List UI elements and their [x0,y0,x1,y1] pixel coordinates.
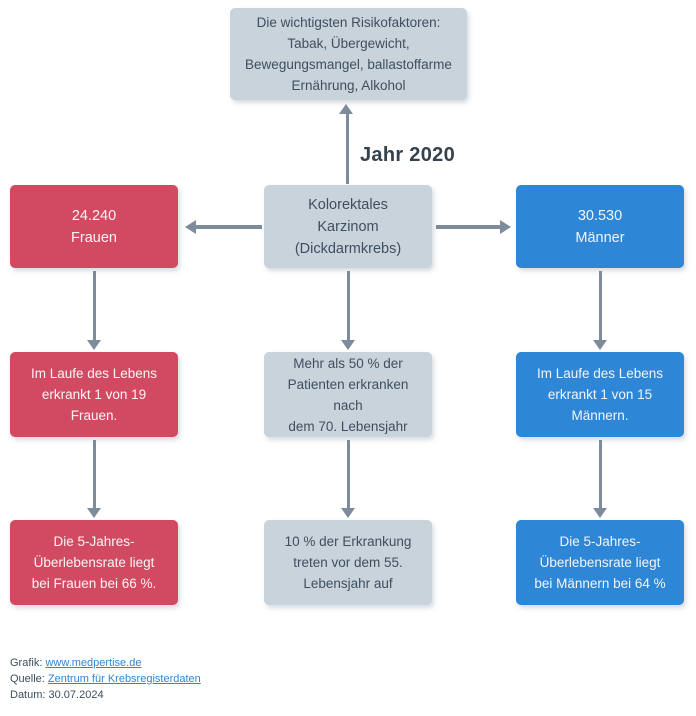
women-cases-box: 24.240 Frauen [10,185,178,268]
footer-quelle-line: Quelle: Zentrum für Krebsregisterdaten [10,671,201,687]
women-survival-box: Die 5-Jahres- Überlebensrate liegt bei F… [10,520,178,605]
arrow-down-shaft [93,271,96,340]
arrow-left-icon [185,220,196,234]
arrow-down-icon [87,508,101,518]
arrow-down-icon [593,340,607,350]
arrow-down-icon [87,340,101,350]
arrow-left-shaft [195,225,262,229]
arrow-down-shaft [599,440,602,508]
footer-datum-line: Datum: 30.07.2024 [10,689,104,701]
grafik-label: Grafik: [10,657,43,669]
arrow-down-shaft [599,271,602,340]
footer-credits: Grafik: www.medpertise.de Quelle: Zentru… [10,655,201,703]
year-heading: Jahr 2020 [360,144,455,166]
arrow-up-shaft [346,113,349,184]
arrow-up-icon [339,104,353,114]
arrow-down-shaft [347,440,350,508]
diagnosis-box: Kolorektales Karzinom (Dickdarmkrebs) [264,185,432,268]
men-cases-box: 30.530 Männer [516,185,684,268]
men-lifetime-risk-box: Im Laufe des Lebens erkrankt 1 von 15 Mä… [516,352,684,437]
footer-grafik-line: Grafik: www.medpertise.de [10,655,201,671]
women-lifetime-risk-box: Im Laufe des Lebens erkrankt 1 von 19 Fr… [10,352,178,437]
arrow-down-icon [341,508,355,518]
arrow-right-icon [500,220,511,234]
arrow-right-shaft [436,225,500,229]
age-under-55-box: 10 % der Erkrankung treten vor dem 55. L… [264,520,432,605]
arrow-down-icon [593,508,607,518]
grafik-link[interactable]: www.medpertise.de [45,657,142,669]
men-survival-box: Die 5-Jahres- Überlebensrate liegt bei M… [516,520,684,605]
age-over-70-box: Mehr als 50 % der Patienten erkranken na… [264,352,432,437]
arrow-down-icon [341,340,355,350]
arrow-down-shaft [93,440,96,508]
risk-factors-box: Die wichtigsten Risikofaktoren: Tabak, Ü… [230,8,467,100]
quelle-label: Quelle: [10,673,45,685]
arrow-down-shaft [347,271,350,340]
quelle-link[interactable]: Zentrum für Krebsregisterdaten [47,673,201,685]
